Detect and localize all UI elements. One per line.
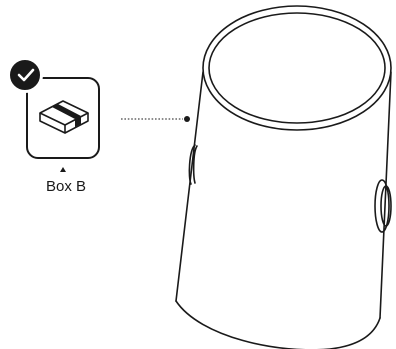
box-b-card[interactable] <box>26 77 100 159</box>
box-label: Box B <box>45 178 87 195</box>
connector-dot <box>184 116 190 122</box>
box-icon <box>39 100 89 134</box>
check-icon <box>17 68 35 82</box>
selection-pointer-icon <box>60 167 66 172</box>
selected-check-badge <box>7 57 43 93</box>
